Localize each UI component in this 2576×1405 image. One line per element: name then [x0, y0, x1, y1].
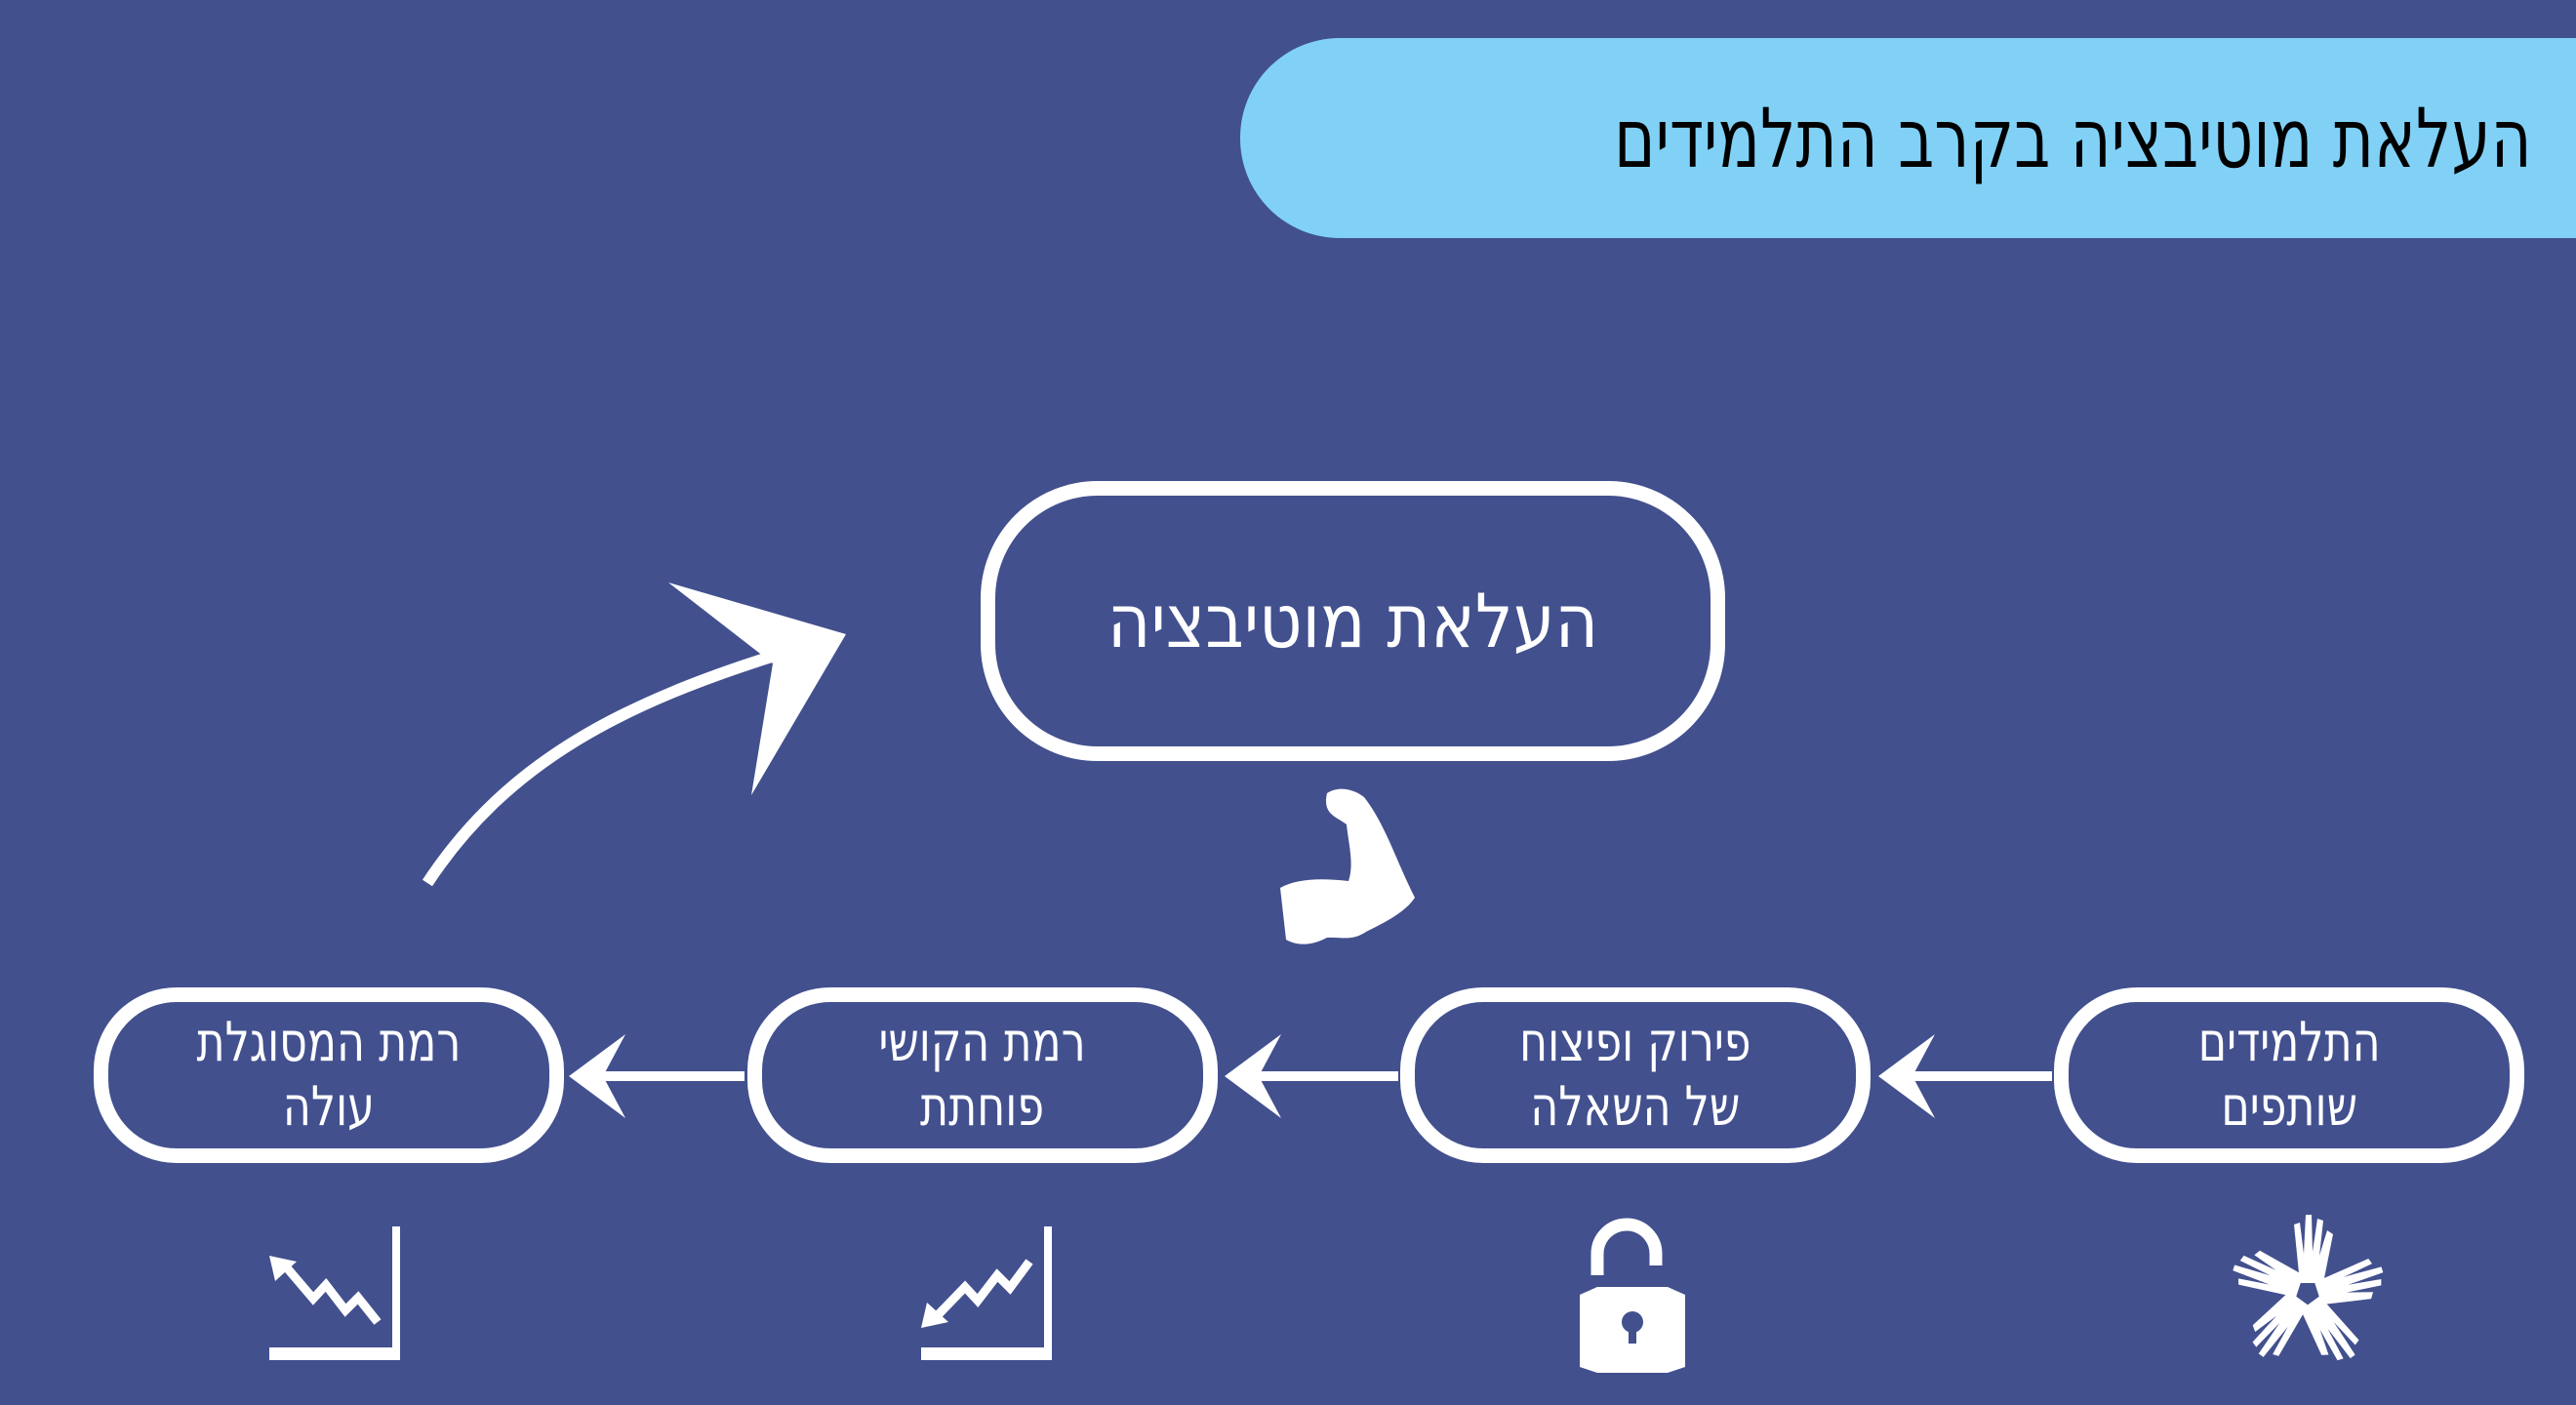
step-line1: רמת המסוגלת — [196, 1011, 462, 1074]
step-line2: פוחתת — [920, 1075, 1045, 1139]
chart-decreasing-icon — [921, 1226, 1052, 1360]
unlocked-padlock-icon — [1580, 1218, 1685, 1373]
step-line1: פירוק ופיצוח — [1519, 1011, 1751, 1074]
flexed-bicep-icon — [1280, 788, 1415, 944]
center-goal-box: העלאת מוטיבציה — [981, 481, 1725, 761]
title-banner: העלאת מוטיבציה בקרב התלמידים — [1240, 38, 2576, 238]
step-line1: רמת הקושי — [878, 1011, 1087, 1074]
step-line2: שותפים — [2221, 1075, 2357, 1139]
hands-together-icon — [2229, 1215, 2391, 1372]
page-title: העלאת מוטיבציה בקרב התלמידים — [1614, 90, 2532, 186]
center-goal-label: העלאת מוטיבציה — [1107, 578, 1599, 664]
chart-increasing-icon — [269, 1226, 400, 1360]
step-line2: עולה — [283, 1075, 375, 1139]
flow-arrows — [569, 1034, 2052, 1118]
step-line1: התלמידים — [2197, 1011, 2381, 1074]
step-line2: של השאלה — [1530, 1075, 1741, 1139]
